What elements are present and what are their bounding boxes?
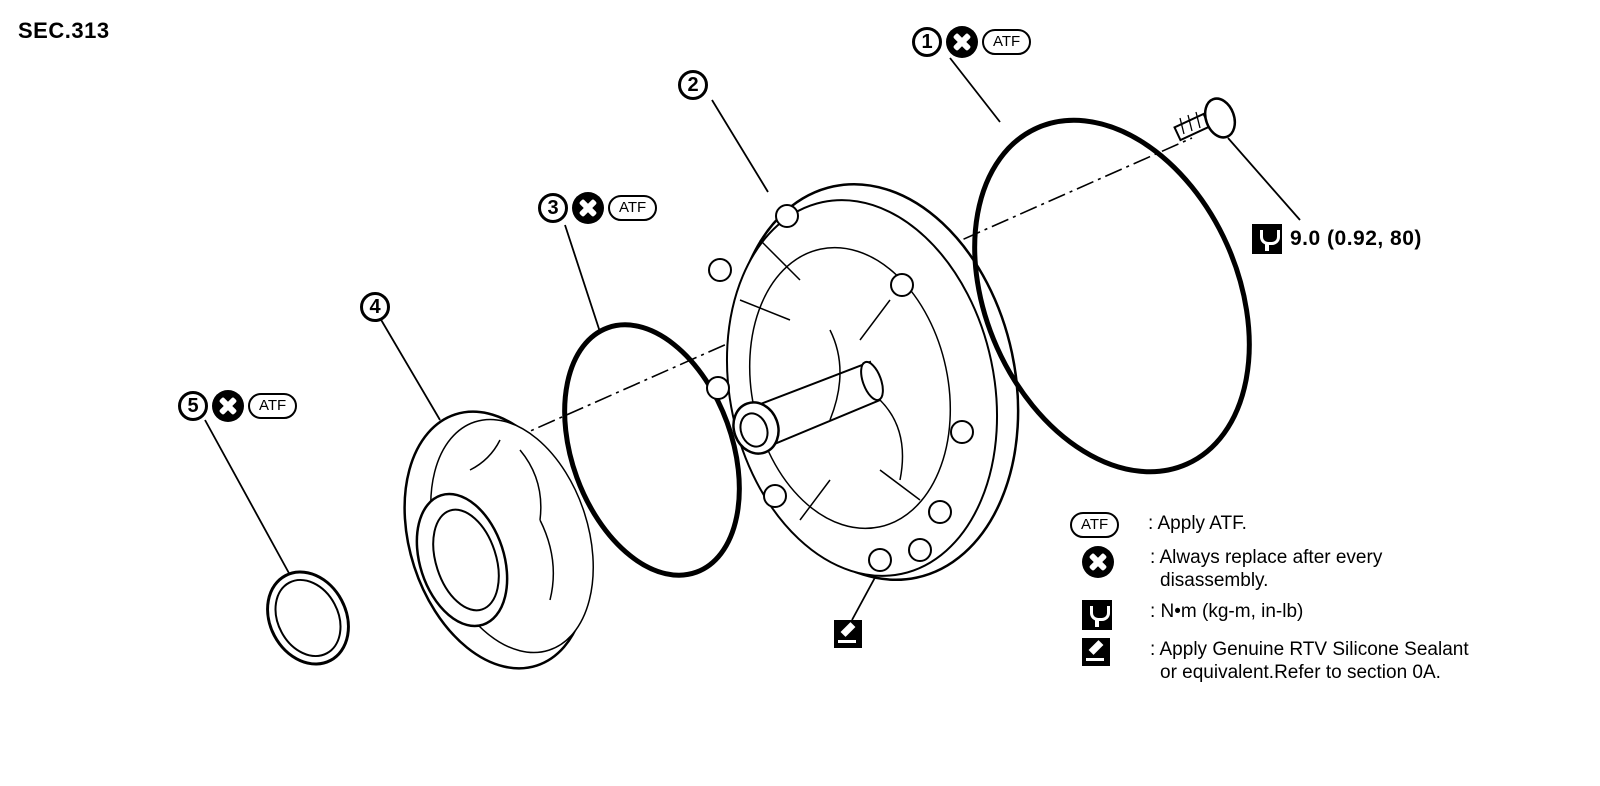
seal-ring-part-5: [266, 570, 350, 666]
torque-spec: 9.0 (0.92, 80): [1252, 224, 1422, 254]
number-badge: 3: [538, 193, 568, 223]
legend-sealant-line-2: or equivalent.Refer to section 0A.: [1160, 662, 1441, 683]
number-badge: 2: [678, 70, 708, 100]
atf-badge: ATF: [1070, 512, 1120, 538]
legend-replace-line-2: disassembly.: [1160, 570, 1269, 591]
oil-pump-housing-part-2: [706, 182, 1020, 582]
always-replace-icon: [572, 192, 604, 224]
legend-replace-text: : Always replace after every disassembly…: [1150, 546, 1382, 592]
legend-row-sealant: : Apply Genuine RTV Silicone Sealant or …: [1068, 638, 1469, 684]
o-ring-part-1: [972, 117, 1252, 475]
torque-value: 9.0 (0.92, 80): [1290, 227, 1422, 250]
always-replace-icon: [946, 26, 978, 58]
always-replace-icon: [212, 390, 244, 422]
o-ring-part-3: [562, 322, 742, 578]
number-badge: 5: [178, 391, 208, 421]
bolt: [1173, 97, 1237, 142]
number-badge: 4: [360, 292, 390, 322]
section-title: SEC.313: [18, 18, 110, 43]
legend-row-replace: : Always replace after every disassembly…: [1068, 546, 1469, 592]
legend-sealant-line-1: : Apply Genuine RTV Silicone Sealant: [1150, 639, 1469, 660]
number-badge: 1: [912, 27, 942, 57]
sealant-icon: [834, 620, 862, 648]
pump-cover-part-4: [403, 410, 594, 670]
legend-atf-text: : Apply ATF.: [1148, 513, 1247, 534]
legend-row-atf: ATF : Apply ATF.: [1068, 512, 1469, 538]
callout-part-4: 4: [360, 292, 390, 322]
callout-part-2: 2: [678, 70, 708, 100]
legend-row-torque: : N•m (kg-m, in-lb): [1068, 600, 1469, 630]
callout-part-3: 3 ATF: [538, 192, 658, 224]
atf-badge: ATF: [248, 393, 298, 419]
callout-part-1: 1 ATF: [912, 26, 1032, 58]
torque-wrench-icon: [1082, 600, 1112, 630]
legend-torque-text: : N•m (kg-m, in-lb): [1150, 601, 1304, 622]
atf-badge: ATF: [982, 29, 1032, 55]
sealant-icon: [1082, 638, 1110, 666]
legend-sealant-text: : Apply Genuine RTV Silicone Sealant or …: [1150, 638, 1469, 684]
legend: ATF : Apply ATF. : Always replace after …: [1068, 512, 1469, 692]
legend-replace-line-1: : Always replace after every: [1150, 547, 1383, 568]
atf-badge: ATF: [608, 195, 658, 221]
torque-wrench-icon: [1252, 224, 1282, 254]
leader-lines: [204, 57, 1301, 621]
always-replace-icon: [1082, 546, 1114, 578]
callout-part-5: 5 ATF: [178, 390, 298, 422]
